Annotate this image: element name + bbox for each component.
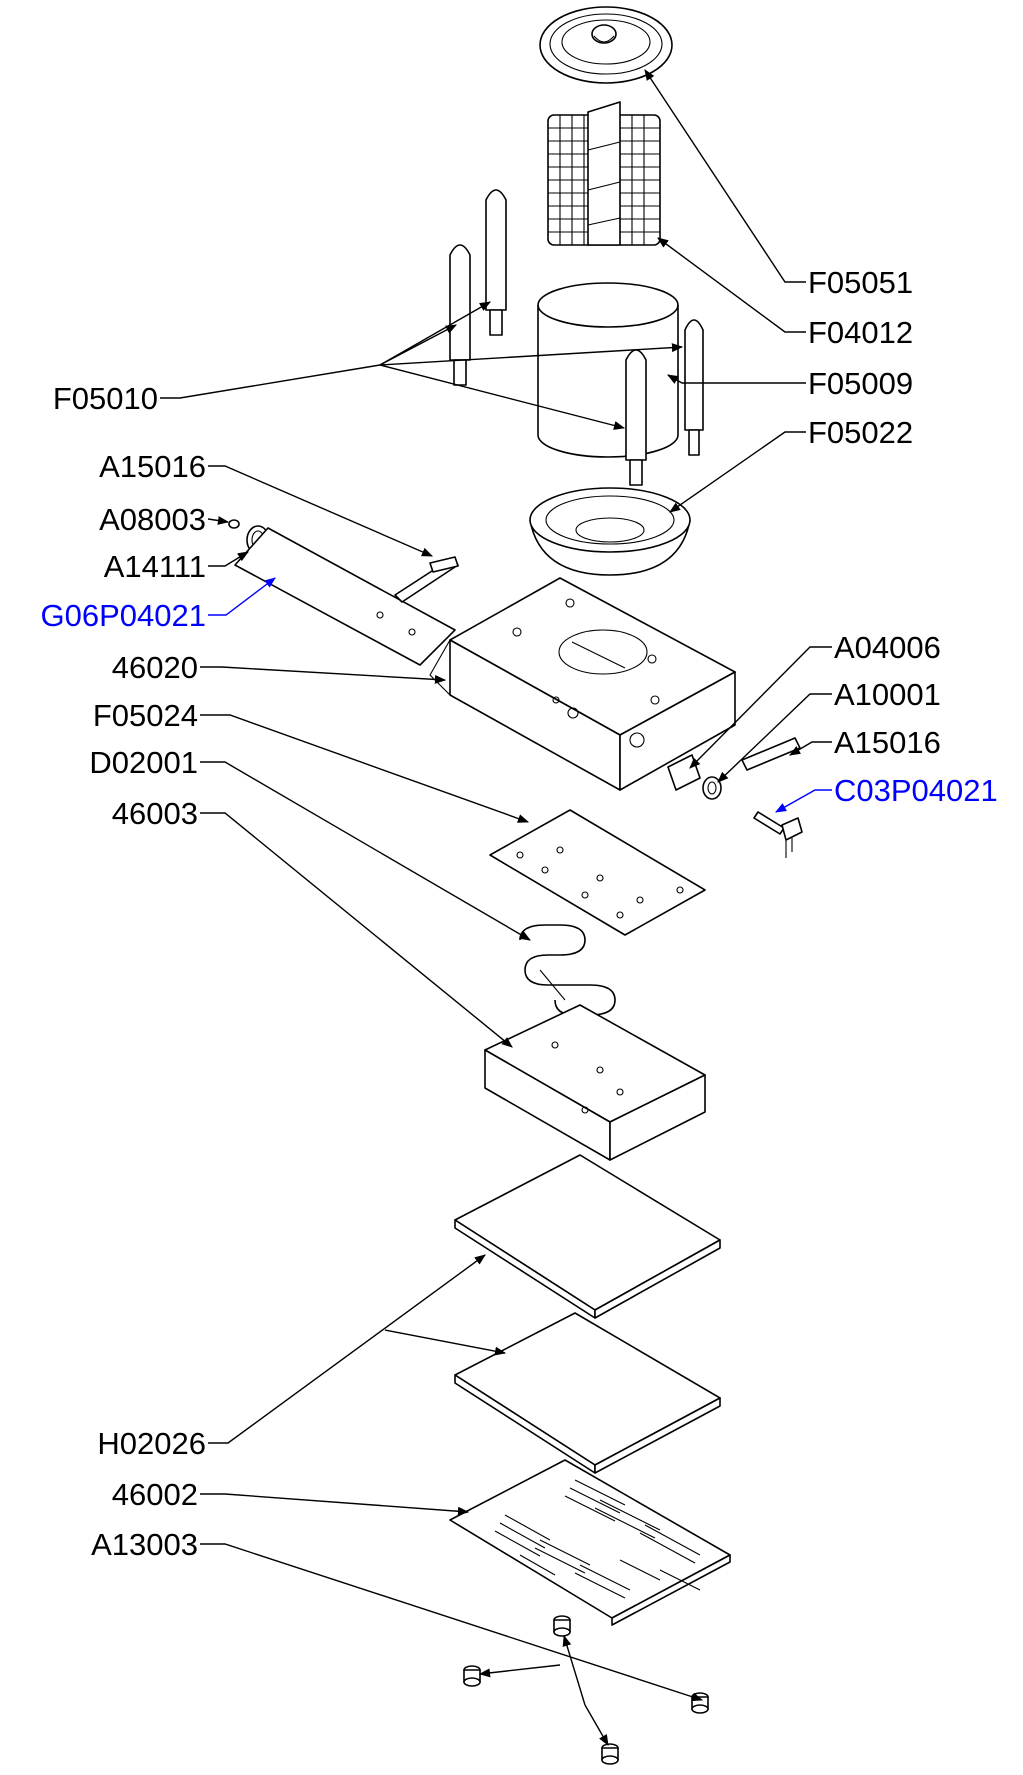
leader-F05009 bbox=[667, 374, 806, 384]
label-46003: 46003 bbox=[112, 796, 198, 831]
base-plate-part bbox=[489, 809, 706, 936]
foot-part-1 bbox=[553, 1615, 571, 1637]
leader-G06P04021 bbox=[208, 577, 276, 616]
label-A14111: A14111 bbox=[104, 549, 206, 584]
leader-F05010-b bbox=[379, 324, 457, 366]
leader-A13003-b bbox=[562, 1634, 586, 1706]
label-A10001: A10001 bbox=[834, 677, 941, 712]
label-46020: 46020 bbox=[112, 650, 198, 685]
leader-A15016-left bbox=[208, 465, 434, 557]
leader-H02026-b bbox=[384, 1329, 507, 1356]
leader-46002 bbox=[200, 1493, 470, 1516]
leader-F05010-a bbox=[379, 301, 491, 366]
small-screw-part bbox=[228, 519, 240, 529]
label-A08003: A08003 bbox=[99, 502, 206, 537]
foot-part-4 bbox=[601, 1743, 619, 1765]
leader-A08003 bbox=[207, 516, 230, 525]
leader-A04006 bbox=[689, 646, 832, 769]
insulation-plate-bottom-part bbox=[454, 1312, 721, 1474]
leader-lines bbox=[160, 69, 832, 1746]
tray-part bbox=[484, 1004, 706, 1161]
lid-part bbox=[539, 6, 673, 84]
leader-A14111 bbox=[208, 551, 249, 567]
leader-A13003-main bbox=[200, 1543, 704, 1702]
housing-part bbox=[429, 577, 736, 791]
label-F05024: F05024 bbox=[93, 698, 198, 733]
label-C03P04021: C03P04021 bbox=[834, 773, 998, 808]
leader-F05010-d bbox=[379, 364, 626, 430]
leader-F05010-c bbox=[379, 343, 684, 366]
label-F05022: F05022 bbox=[808, 415, 913, 450]
part-labels: F05051 F04012 F05009 F05022 F05010 A1501… bbox=[41, 265, 998, 1562]
funnel-part bbox=[529, 487, 691, 576]
front-panel-part bbox=[234, 527, 456, 666]
leader-F05051 bbox=[644, 69, 806, 283]
label-46002: 46002 bbox=[112, 1477, 198, 1512]
label-A13003: A13003 bbox=[91, 1527, 198, 1562]
leader-A13003-a bbox=[478, 1664, 561, 1678]
lamp-part bbox=[702, 776, 722, 800]
foot-part-2 bbox=[463, 1665, 481, 1687]
label-F04012: F04012 bbox=[808, 315, 913, 350]
foot-part-3 bbox=[691, 1692, 709, 1714]
label-D02001: D02001 bbox=[89, 745, 198, 780]
cylinder-part bbox=[537, 282, 679, 458]
leader-D02001 bbox=[200, 761, 531, 941]
leader-C03P04021 bbox=[775, 789, 832, 813]
label-F05051: F05051 bbox=[808, 265, 913, 300]
leader-A10001 bbox=[717, 693, 832, 783]
basket-part bbox=[547, 101, 661, 246]
bracket-left-part bbox=[394, 556, 459, 603]
leader-A13003-c bbox=[584, 1704, 609, 1746]
label-F05010: F05010 bbox=[53, 381, 158, 416]
insulation-plate-top-part bbox=[454, 1154, 721, 1319]
leader-F05010-main bbox=[160, 364, 381, 399]
label-F05009: F05009 bbox=[808, 366, 913, 401]
leader-F05022 bbox=[669, 431, 806, 513]
vent-plate-part bbox=[449, 1459, 731, 1626]
leader-46020 bbox=[200, 666, 447, 684]
power-cord-part bbox=[753, 811, 803, 858]
leader-A15016-right bbox=[789, 741, 832, 756]
label-A04006: A04006 bbox=[834, 630, 941, 665]
label-H02026: H02026 bbox=[97, 1426, 206, 1461]
leader-F05024 bbox=[200, 714, 530, 823]
leader-46003 bbox=[200, 812, 513, 1048]
label-A15016-right: A15016 bbox=[834, 725, 941, 760]
leader-H02026-a bbox=[208, 1254, 486, 1444]
label-G06P04021: G06P04021 bbox=[41, 598, 206, 633]
leader-F04012 bbox=[657, 237, 806, 333]
heating-element-part bbox=[519, 924, 616, 1016]
label-A15016-left: A15016 bbox=[99, 449, 206, 484]
